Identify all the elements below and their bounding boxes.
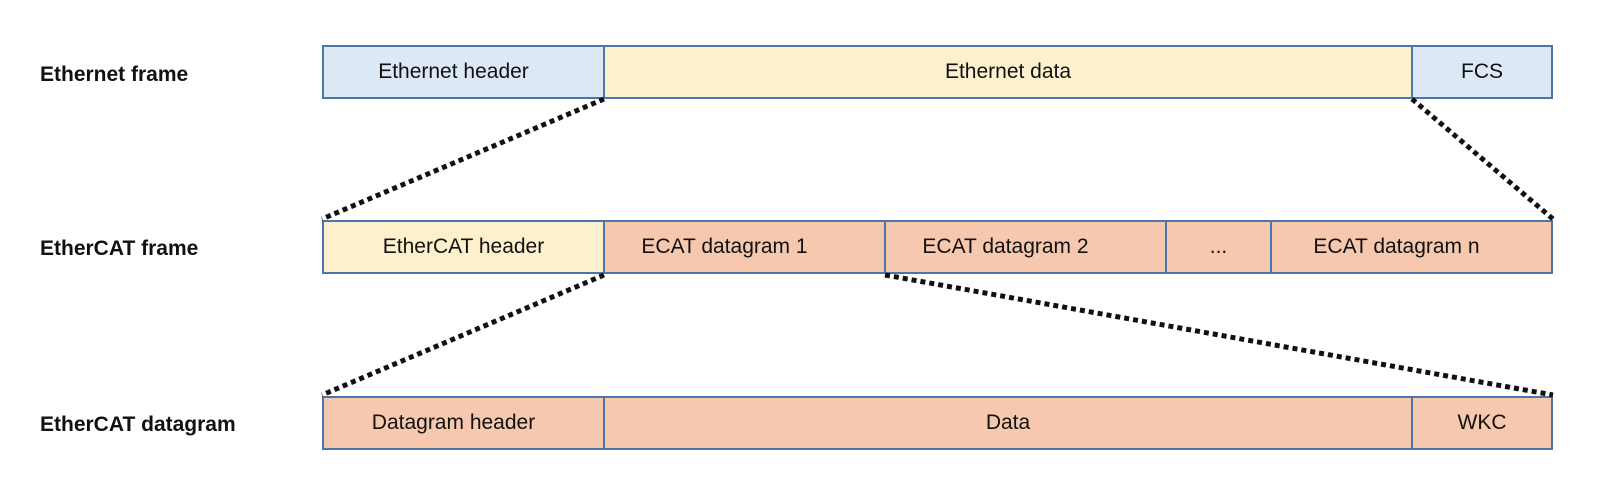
datagram-header-field: Datagram header bbox=[322, 396, 605, 450]
ecat-datagram-2-field: ECAT datagram 2 bbox=[884, 220, 1167, 274]
ecat-datagram-1-field: ECAT datagram 1 bbox=[603, 220, 886, 274]
connector-datagram-1-left bbox=[321, 272, 605, 398]
connector-ethernet-data-left bbox=[321, 96, 605, 222]
ethernet-header-label: Ethernet header bbox=[378, 60, 529, 83]
ecat-datagram-1-label: ECAT datagram 1 bbox=[641, 235, 808, 258]
ethernet-data-field: Ethernet data bbox=[603, 45, 1413, 99]
connector-datagram-1-right bbox=[884, 272, 1554, 398]
data-field: Data bbox=[603, 396, 1413, 450]
data-label: Data bbox=[985, 411, 1031, 434]
ethercat-header-label: EtherCAT header bbox=[382, 235, 545, 258]
ecat-datagram-2-label: ECAT datagram 2 bbox=[922, 235, 1089, 258]
wkc-field: WKC bbox=[1411, 396, 1553, 450]
ethernet-data-label: Ethernet data bbox=[944, 60, 1072, 83]
row-label-ethernet-frame: Ethernet frame bbox=[40, 63, 189, 86]
ethernet-header-field: Ethernet header bbox=[322, 45, 605, 99]
ecat-datagram-n-field: ECAT datagram n bbox=[1270, 220, 1553, 274]
datagram-header-label: Datagram header bbox=[371, 411, 536, 434]
row-label-ethercat-datagram: EtherCAT datagram bbox=[40, 413, 236, 436]
wkc-label: WKC bbox=[1457, 411, 1507, 434]
fcs-label: FCS bbox=[1461, 60, 1503, 83]
ecat-datagram-n-label: ECAT datagram n bbox=[1313, 235, 1480, 258]
ethercat-header-field: EtherCAT header bbox=[322, 220, 605, 274]
ecat-datagram-ellipsis-label: ... bbox=[1209, 235, 1228, 258]
ecat-datagram-ellipsis-field: ... bbox=[1165, 220, 1272, 274]
row-label-ethercat-frame: EtherCAT frame bbox=[40, 237, 199, 260]
fcs-field: FCS bbox=[1411, 45, 1553, 99]
connector-ethernet-data-right bbox=[1410, 97, 1555, 221]
